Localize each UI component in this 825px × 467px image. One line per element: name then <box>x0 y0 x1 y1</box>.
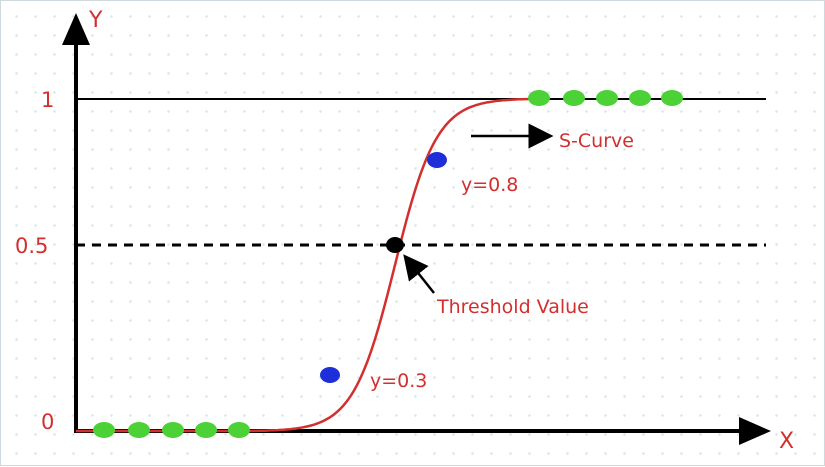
green-point <box>162 422 184 438</box>
x-axis-name: X <box>779 429 794 454</box>
x-axis-arrow-icon <box>739 417 771 445</box>
blue-point-high <box>427 152 447 168</box>
y-axis-name: Y <box>88 8 103 33</box>
green-point <box>629 90 651 106</box>
green-point <box>128 422 150 438</box>
green-point <box>661 90 683 106</box>
y-tick-1: 1 <box>41 88 54 112</box>
green-point <box>528 90 550 106</box>
threshold-point <box>386 237 404 253</box>
green-point <box>228 422 250 438</box>
point-high-label: y=0.8 <box>461 174 518 196</box>
green-point <box>596 90 618 106</box>
green-point <box>195 422 217 438</box>
threshold-arrow-icon <box>403 254 435 294</box>
green-point <box>93 422 115 438</box>
s-curve-label: S-Curve <box>559 130 634 152</box>
point-low-label: y=0.3 <box>370 370 427 392</box>
s-curve <box>76 97 530 433</box>
threshold-label: Threshold Value <box>436 296 589 318</box>
blue-point-low <box>320 367 340 383</box>
y-axis-arrow-icon <box>62 13 90 45</box>
y-tick-0: 0 <box>41 410 54 434</box>
y-tick-0-5: 0.5 <box>15 234 48 258</box>
green-point <box>563 90 585 106</box>
